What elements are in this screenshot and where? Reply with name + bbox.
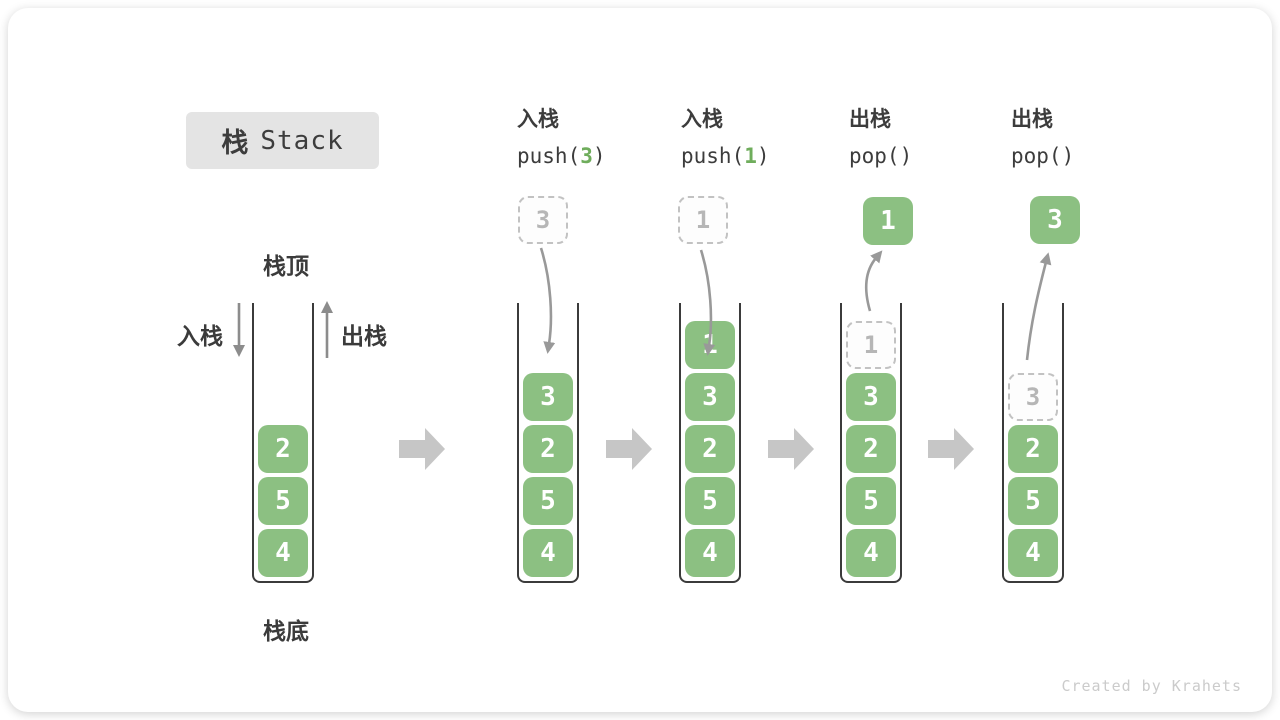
code-pre: pop(	[1011, 144, 1062, 168]
transition-arrow-icon	[606, 428, 652, 470]
code-post: )	[899, 144, 913, 168]
popped-value-box: 3	[1030, 196, 1080, 244]
op-header-push-1: 入栈 push(1)	[681, 106, 841, 170]
op-label: 出栈	[849, 108, 891, 131]
transition-arrow-icon	[768, 428, 814, 470]
incoming-value-box: 3	[518, 196, 568, 244]
op-label: 出栈	[1011, 108, 1053, 131]
stack-cell: 2	[1008, 425, 1058, 473]
code-pre: push(	[681, 144, 745, 168]
stack-cell: 5	[258, 477, 308, 525]
op-code: push(1)	[681, 142, 841, 170]
popped-value-box: 1	[863, 197, 913, 245]
code-post: )	[756, 144, 770, 168]
title-en: Stack	[260, 125, 344, 156]
ghost-slot: 3	[1008, 373, 1058, 421]
stack-cell: 5	[685, 477, 735, 525]
stack-cell: 3	[523, 373, 573, 421]
code-arg: 1	[744, 144, 757, 168]
op-code: pop()	[849, 142, 1009, 170]
transition-arrow-icon	[928, 428, 974, 470]
stack-cell: 2	[258, 425, 308, 473]
ghost-slot: 1	[846, 321, 896, 369]
stack-cell: 4	[258, 529, 308, 577]
stack-bottom-label: 栈底	[263, 618, 309, 644]
stack-cell: 2	[685, 425, 735, 473]
code-post: )	[592, 144, 606, 168]
op-label: 入栈	[681, 108, 723, 131]
code-post: )	[1061, 144, 1075, 168]
code-arg: 3	[580, 144, 593, 168]
title-zh: 栈	[221, 128, 249, 158]
stack-cell: 5	[846, 477, 896, 525]
transition-arrow-icon	[399, 428, 445, 470]
watermark: Created by Krahets	[1061, 677, 1242, 695]
op-code: push(3)	[517, 142, 677, 170]
push-side-label: 入栈	[177, 323, 223, 349]
stack-top-label: 栈顶	[263, 253, 309, 279]
incoming-value-box: 1	[678, 196, 728, 244]
code-pre: push(	[517, 144, 581, 168]
stack-cell: 2	[523, 425, 573, 473]
op-code: pop()	[1011, 142, 1171, 170]
op-header-push-3: 入栈 push(3)	[517, 106, 677, 170]
stack-cell: 3	[846, 373, 896, 421]
stack-cell: 5	[523, 477, 573, 525]
op-label: 入栈	[517, 108, 559, 131]
pop-side-label: 出栈	[341, 323, 387, 349]
op-header-pop-1: 出栈 pop()	[849, 106, 1009, 170]
stack-cell: 4	[685, 529, 735, 577]
stack-cell: 4	[523, 529, 573, 577]
stack-cell: 5	[1008, 477, 1058, 525]
code-pre: pop(	[849, 144, 900, 168]
stack-cell: 1	[685, 321, 735, 369]
stack-cell: 4	[1008, 529, 1058, 577]
title-badge: 栈 Stack	[186, 112, 379, 169]
op-header-pop-2: 出栈 pop()	[1011, 106, 1171, 170]
stack-cell: 3	[685, 373, 735, 421]
stack-cell: 2	[846, 425, 896, 473]
stack-cell: 4	[846, 529, 896, 577]
